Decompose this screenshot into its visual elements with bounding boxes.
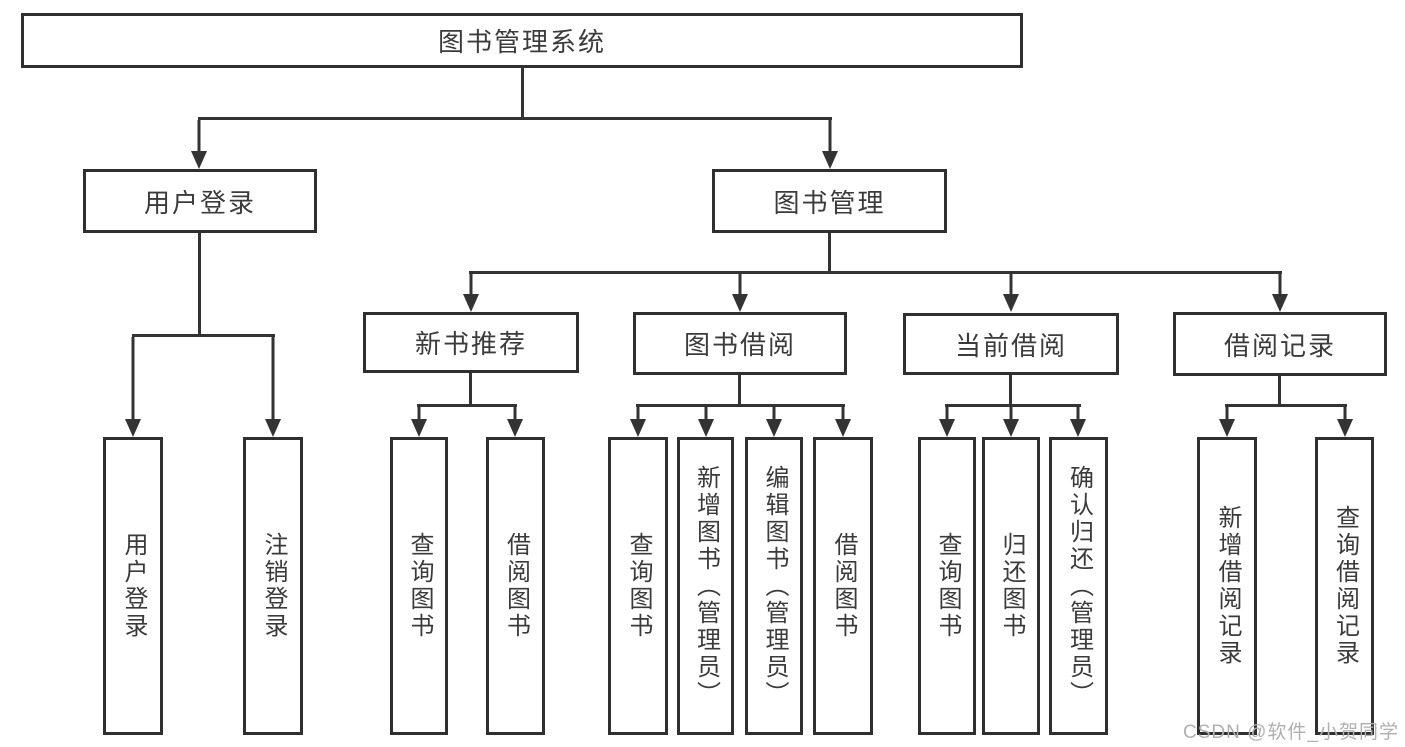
down-arrow [939, 407, 955, 437]
down-arrow [1003, 274, 1019, 312]
node-add-borrow-record: 新增借阅记录 [1197, 437, 1257, 735]
arrow-shaft [131, 337, 135, 423]
arrowhead-icon [1070, 419, 1086, 437]
node-return-books: 归还图书 [982, 437, 1040, 735]
arrow-shaft [1225, 407, 1229, 423]
down-arrow [698, 407, 714, 437]
connector-stub [1278, 376, 1281, 405]
down-arrow [265, 337, 281, 437]
arrowhead-icon [1219, 419, 1235, 437]
arrowhead-icon [732, 294, 748, 312]
down-arrow [1003, 407, 1019, 437]
arrow-shaft [772, 407, 776, 423]
arrow-shaft [1009, 274, 1013, 298]
arrow-shaft [945, 407, 949, 423]
down-arrow [507, 407, 523, 437]
arrow-shaft [1076, 407, 1080, 423]
arrowhead-icon [507, 419, 523, 437]
arrowhead-icon [835, 419, 851, 437]
node-add-book-admin: 新增图书（管理员） [677, 437, 734, 735]
connector-rail [1225, 404, 1347, 407]
node-borrow-books: 借阅图书 [486, 437, 545, 735]
node-user-login-action: 用户登录 [103, 437, 163, 735]
connector-rail [945, 404, 1081, 407]
arrowhead-icon [1003, 419, 1019, 437]
arrowhead-icon [630, 419, 646, 437]
arrow-shaft [1278, 274, 1282, 298]
down-arrow [766, 407, 782, 437]
arrow-shaft [828, 120, 832, 155]
down-arrow [630, 407, 646, 437]
connector-rail [198, 117, 832, 120]
connector-rail [417, 404, 517, 407]
node-root: 图书管理系统 [21, 13, 1023, 68]
arrowhead-icon [698, 419, 714, 437]
node-user-login: 用户登录 [83, 169, 317, 233]
node-query-borrow-record: 查询借阅记录 [1315, 437, 1374, 735]
connector-stub [1009, 375, 1012, 405]
node-book-borrowing: 图书借阅 [633, 312, 847, 375]
arrow-shaft [636, 407, 640, 423]
connector-rail [469, 271, 1282, 274]
node-query-books: 查询图书 [390, 437, 448, 735]
node-book-management: 图书管理 [712, 169, 947, 233]
arrow-shaft [417, 407, 421, 423]
connector-stub [469, 373, 472, 405]
node-current-borrowing: 当前借阅 [903, 313, 1119, 375]
arrowhead-icon [191, 151, 207, 169]
down-arrow [411, 407, 427, 437]
arrowhead-icon [1272, 294, 1288, 312]
arrowhead-icon [463, 294, 479, 312]
arrowhead-icon [125, 419, 141, 437]
connector-rail [636, 404, 845, 407]
connector-stub [738, 375, 741, 405]
node-borrow-books: 借阅图书 [813, 437, 873, 735]
connector-stub [828, 233, 831, 272]
down-arrow [1070, 407, 1086, 437]
down-arrow [732, 274, 748, 312]
arrow-shaft [841, 407, 845, 423]
down-arrow [191, 120, 207, 169]
arrowhead-icon [265, 419, 281, 437]
arrowhead-icon [1003, 294, 1019, 312]
arrow-shaft [197, 120, 201, 155]
arrow-shaft [704, 407, 708, 423]
down-arrow [125, 337, 141, 437]
node-logout: 注销登录 [243, 437, 303, 735]
arrow-shaft [513, 407, 517, 423]
arrow-shaft [469, 274, 473, 298]
arrowhead-icon [766, 419, 782, 437]
node-confirm-return-admin: 确认归还（管理员） [1049, 437, 1108, 735]
arrowhead-icon [1337, 419, 1353, 437]
down-arrow [463, 274, 479, 312]
node-edit-book-admin: 编辑图书（管理员） [745, 437, 803, 735]
down-arrow [1219, 407, 1235, 437]
connector-stub [521, 68, 524, 118]
arrowhead-icon [939, 419, 955, 437]
node-query-books: 查询图书 [608, 437, 668, 735]
connector-rail [132, 334, 275, 337]
down-arrow [822, 120, 838, 169]
node-new-books: 新书推荐 [363, 312, 579, 373]
down-arrow [835, 407, 851, 437]
arrowhead-icon [411, 419, 427, 437]
connector-stub [198, 233, 201, 335]
arrow-shaft [1343, 407, 1347, 423]
arrow-shaft [1009, 407, 1013, 423]
csdn-watermark: CSDN @软件_小贺同学 [1183, 722, 1399, 743]
node-borrowing-records: 借阅记录 [1173, 312, 1387, 376]
arrowhead-icon [822, 151, 838, 169]
arrow-shaft [738, 274, 742, 298]
arrow-shaft [271, 337, 275, 423]
node-query-books: 查询图书 [918, 437, 976, 735]
down-arrow [1272, 274, 1288, 312]
down-arrow [1337, 407, 1353, 437]
